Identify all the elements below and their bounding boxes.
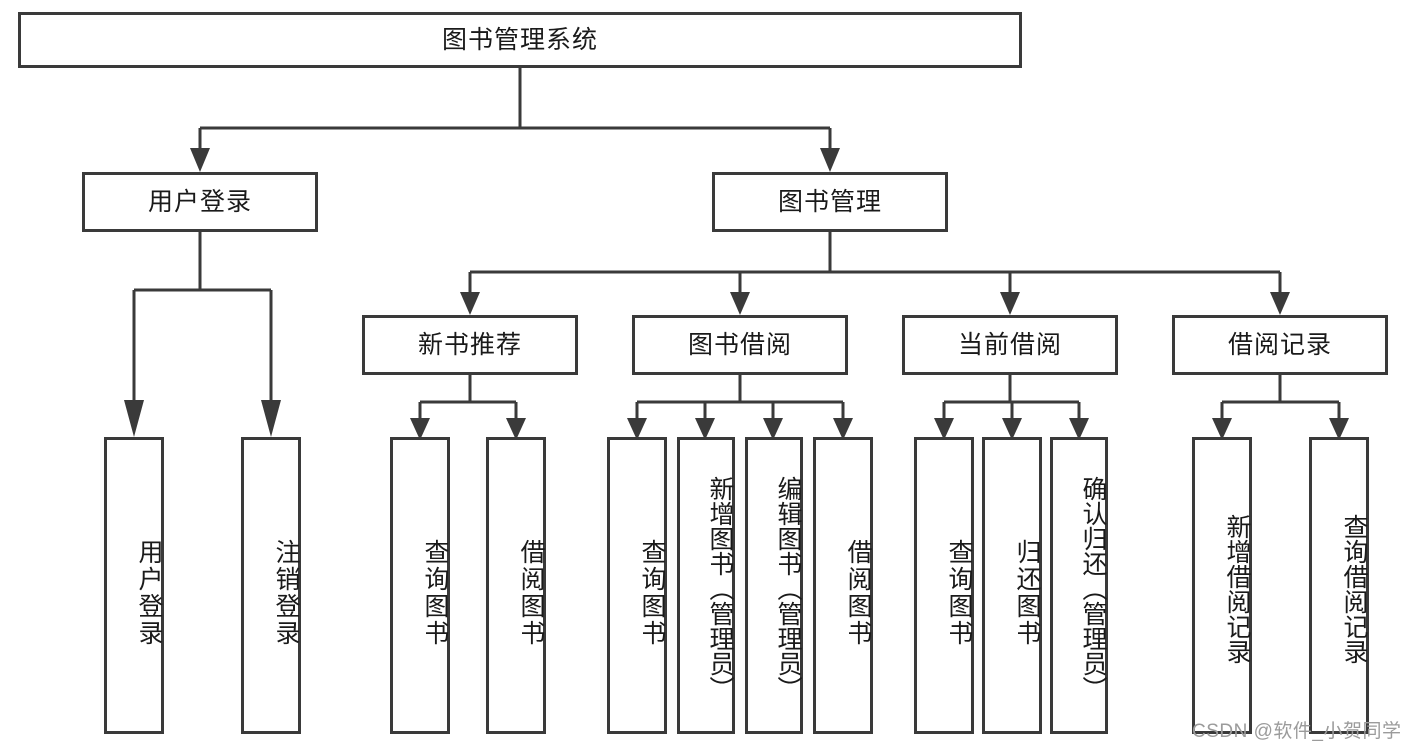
node-label: 归还图书 [1013,538,1041,647]
leaf-query-book-borrow[interactable]: 查询图书 [607,437,667,734]
node-label: 借阅图书 [517,538,545,647]
node-label: 用户登录 [147,188,252,216]
node-user-login[interactable]: 用户登录 [82,172,318,232]
leaf-logout-login[interactable]: 注销登录 [241,437,301,734]
leaf-user-login[interactable]: 用户登录 [104,437,164,734]
node-label: 图书借阅 [687,331,792,359]
node-book-borrow[interactable]: 图书借阅 [632,315,848,375]
node-current-borrow[interactable]: 当前借阅 [902,315,1118,375]
leaf-query-book-current[interactable]: 查询图书 [914,437,974,734]
node-label: 新增图书（管理员） [706,476,734,701]
csdn-watermark: CSDN @软件_小贺同学 [1192,721,1402,742]
node-label: 查询图书 [421,538,449,647]
node-new-book-recommend[interactable]: 新书推荐 [362,315,578,375]
node-label: 当前借阅 [957,331,1062,359]
node-book-management[interactable]: 图书管理 [712,172,948,232]
leaf-add-book-admin[interactable]: 新增图书（管理员） [677,437,735,734]
node-label: 借阅图书 [844,538,872,647]
node-label: 用户登录 [135,538,163,647]
node-label: 确认归还（管理员） [1079,476,1107,701]
node-label: 查询图书 [638,538,666,647]
node-label: 图书管理 [777,188,882,216]
node-label: 借阅记录 [1227,331,1332,359]
node-borrow-record[interactable]: 借阅记录 [1172,315,1388,375]
node-root-book-management-system[interactable]: 图书管理系统 [18,12,1022,68]
leaf-borrow-book[interactable]: 借阅图书 [813,437,873,734]
leaf-query-borrow-record[interactable]: 查询借阅记录 [1309,437,1369,734]
leaf-borrow-book-recommend[interactable]: 借阅图书 [486,437,546,734]
leaf-return-book[interactable]: 归还图书 [982,437,1042,734]
node-label: 新书推荐 [417,331,522,359]
leaf-confirm-return-admin[interactable]: 确认归还（管理员） [1050,437,1108,734]
node-label: 查询借阅记录 [1340,513,1368,664]
node-label: 新增借阅记录 [1223,513,1251,664]
node-label: 查询图书 [945,538,973,647]
node-label: 编辑图书（管理员） [774,476,802,701]
leaf-query-book-recommend[interactable]: 查询图书 [390,437,450,734]
node-label: 注销登录 [272,538,300,647]
node-label: 图书管理系统 [441,26,598,54]
leaf-edit-book-admin[interactable]: 编辑图书（管理员） [745,437,803,734]
leaf-add-borrow-record[interactable]: 新增借阅记录 [1192,437,1252,734]
